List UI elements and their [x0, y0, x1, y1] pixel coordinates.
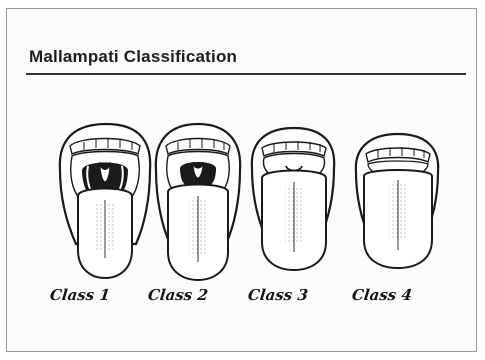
label-class-2: Class 2 [147, 286, 209, 304]
label-class-3: Class 3 [247, 286, 309, 304]
mouth-class-1 [60, 124, 150, 278]
label-class-4: Class 4 [351, 286, 413, 304]
mouth-class-3 [252, 128, 334, 270]
label-class-1: Class 1 [49, 286, 111, 304]
mouth-class-2 [156, 124, 240, 280]
mouth-class-4 [356, 134, 438, 268]
